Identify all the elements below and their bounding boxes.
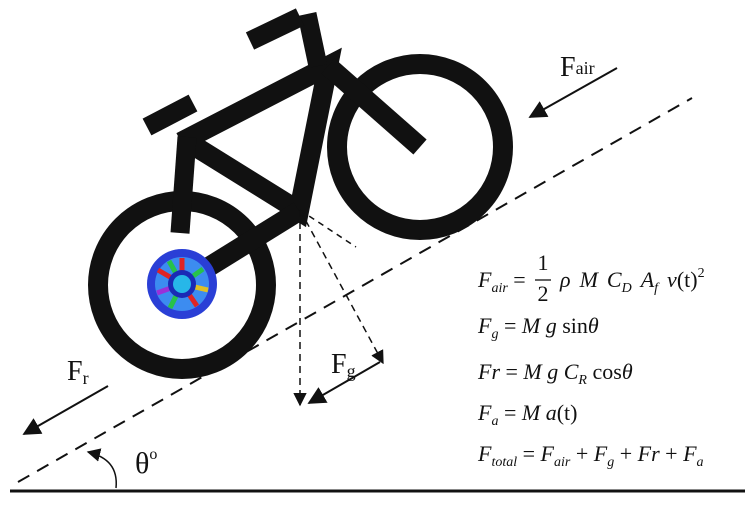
- equation-f-air: Fair =: [477, 267, 526, 296]
- chain-stay: [201, 202, 305, 277]
- motor-hub-icon: [147, 249, 217, 319]
- f-r-arrow: [22, 385, 109, 435]
- f-air-label: Fair: [560, 52, 595, 83]
- equation-f-total: Ftotal = Fair + Fg + Fr + Fa: [477, 441, 704, 470]
- handlebar: [245, 8, 305, 50]
- theta-arc: [86, 448, 117, 489]
- normal-component-vector: [299, 209, 384, 365]
- component-guide: [299, 209, 357, 248]
- bicycle-icon: [88, 8, 513, 379]
- f-r-label: Fr: [67, 356, 89, 388]
- f-air-arrow: [528, 67, 618, 118]
- eq1-frac-denominator: 2: [538, 281, 549, 306]
- equation-f-g: Fg = M g sinθ: [477, 313, 599, 342]
- front-wheel: [327, 54, 513, 240]
- fork: [321, 58, 427, 155]
- f-g-arrow: [307, 361, 381, 404]
- equation-fr: Fr = M g CR cosθ: [477, 359, 633, 388]
- equation-f-a: Fa = M a(t): [477, 400, 577, 429]
- eq1-frac-numerator: 1: [538, 250, 549, 275]
- theta-label: θo: [135, 446, 157, 480]
- incline-line: [17, 97, 693, 483]
- f-g-label: Fg: [331, 349, 356, 381]
- saddle: [142, 94, 198, 136]
- stem: [297, 12, 328, 68]
- frame: [176, 47, 342, 228]
- seat-stay: [170, 136, 197, 234]
